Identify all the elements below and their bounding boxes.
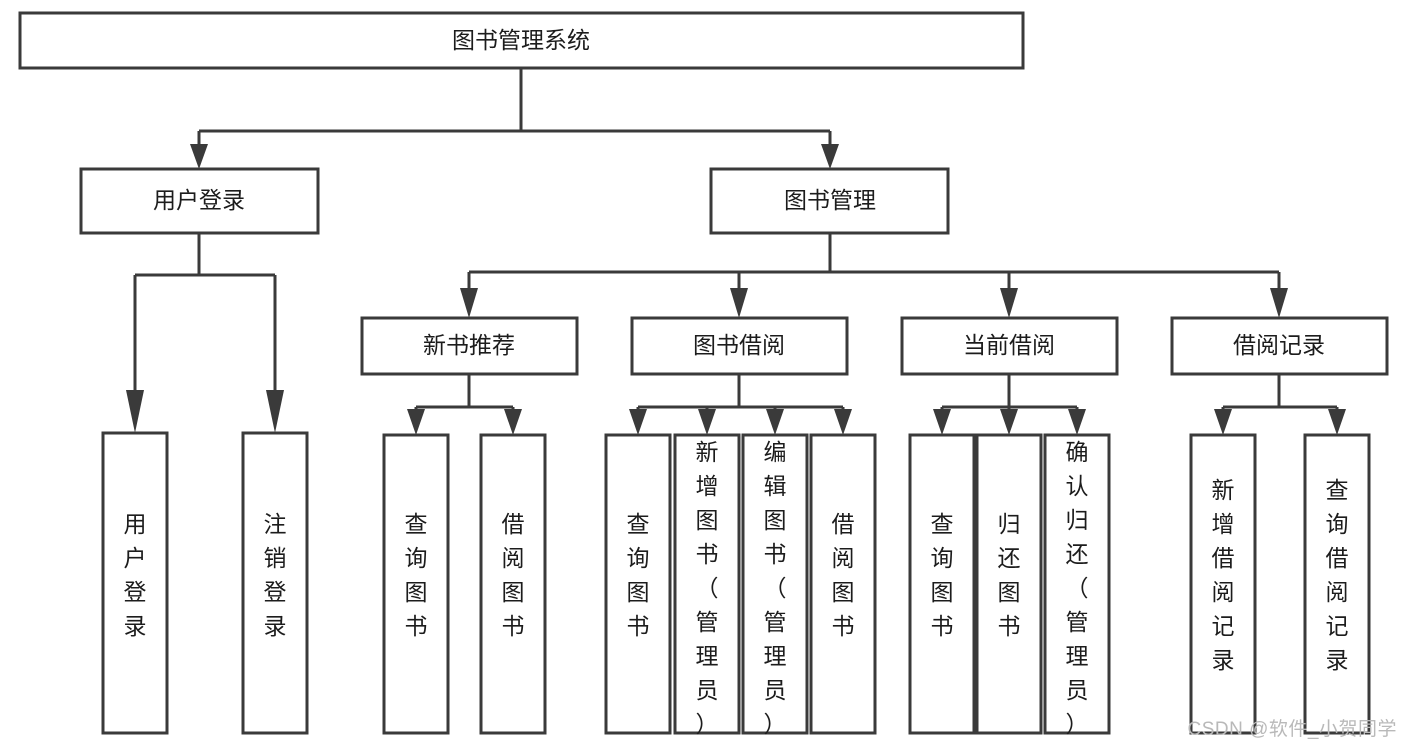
node-leaf-confirm-return[interactable]: 确认归还（管理员） — [1043, 433, 1111, 737]
node-leaf-query-book-1-label: 查询图书 — [405, 511, 428, 639]
node-new-book-rec-box[interactable] — [360, 316, 579, 376]
node-leaf-user-login-box[interactable] — [101, 431, 169, 735]
node-leaf-borrow-book-2-box[interactable] — [809, 433, 877, 735]
arrowhead-book-borrow — [730, 288, 748, 318]
node-leaf-edit-book[interactable]: 编辑图书（管理员） — [741, 433, 809, 737]
node-user-login-label: 用户登录 — [153, 187, 245, 213]
node-current-borrow-box[interactable] — [900, 316, 1119, 376]
node-leaf-add-record[interactable]: 新增借阅记录 — [1189, 433, 1257, 735]
arrowhead-leaf-edit-book — [766, 409, 784, 435]
node-leaf-query-record[interactable]: 查询借阅记录 — [1303, 433, 1371, 735]
node-leaf-add-book[interactable]: 新增图书（管理员） — [673, 433, 741, 737]
node-leaf-query-record-box[interactable] — [1303, 433, 1371, 735]
node-leaf-borrow-book-2[interactable]: 借阅图书 — [809, 433, 877, 735]
node-leaf-query-book-2-label: 查询图书 — [627, 511, 650, 639]
node-leaf-return-book-box[interactable] — [975, 433, 1043, 735]
node-new-book-rec[interactable]: 新书推荐 — [360, 316, 579, 376]
arrowhead-leaf-query-book-2 — [629, 409, 647, 435]
node-current-borrow-label: 当前借阅 — [963, 332, 1055, 358]
node-leaf-borrow-book-1-box[interactable] — [479, 433, 547, 735]
node-leaf-add-book-box[interactable] — [673, 433, 741, 735]
node-leaf-confirm-return-label: 确认归还（管理员） — [1066, 439, 1089, 737]
connector-layer — [126, 68, 1346, 435]
node-leaf-return-book-label: 归还图书 — [998, 511, 1021, 639]
node-book-borrow[interactable]: 图书借阅 — [630, 316, 849, 376]
arrowhead-leaf-add-book — [698, 409, 716, 435]
node-leaf-edit-book-label: 编辑图书（管理员） — [764, 439, 787, 737]
node-root-box[interactable] — [18, 11, 1025, 70]
arrowhead-leaf-add-record — [1214, 409, 1232, 435]
node-leaf-edit-book-box[interactable] — [741, 433, 809, 735]
node-leaf-borrow-book-2-label: 借阅图书 — [832, 511, 855, 639]
node-leaf-confirm-return-box[interactable] — [1043, 433, 1111, 735]
node-borrow-record[interactable]: 借阅记录 — [1170, 316, 1389, 376]
node-leaf-query-book-1-box[interactable] — [382, 433, 450, 735]
csdn-watermark: CSDN @软件_小贺同学 — [1187, 719, 1397, 740]
node-borrow-record-label: 借阅记录 — [1233, 332, 1325, 358]
arrowhead-leaf-logout-login — [266, 390, 284, 433]
node-leaf-borrow-book-1[interactable]: 借阅图书 — [479, 433, 547, 735]
arrowhead-new-book-rec — [460, 288, 478, 318]
arrowhead-leaf-borrow-book-2 — [834, 409, 852, 435]
node-leaf-logout-login-box[interactable] — [241, 431, 309, 735]
arrowhead-leaf-query-record — [1328, 409, 1346, 435]
node-root[interactable]: 图书管理系统 — [18, 11, 1025, 70]
arrowhead-current-borrow — [1000, 288, 1018, 318]
node-leaf-add-record-label: 新增借阅记录 — [1212, 477, 1235, 673]
node-leaf-user-login-label: 用户登录 — [124, 511, 147, 639]
node-leaf-borrow-book-1-label: 借阅图书 — [502, 511, 525, 639]
node-leaf-logout-login-label: 注销登录 — [264, 511, 287, 639]
node-book-manage-box[interactable] — [709, 167, 950, 235]
node-leaf-query-book-2[interactable]: 查询图书 — [604, 433, 672, 735]
node-user-login-box[interactable] — [79, 167, 320, 235]
node-user-login[interactable]: 用户登录 — [79, 167, 320, 235]
arrowhead-book-manage — [821, 144, 839, 169]
node-leaf-query-book-1[interactable]: 查询图书 — [382, 433, 450, 735]
node-leaf-query-book-2-box[interactable] — [604, 433, 672, 735]
arrowhead-leaf-return-book — [1000, 409, 1018, 435]
node-leaf-query-record-label: 查询借阅记录 — [1326, 477, 1349, 673]
node-new-book-rec-label: 新书推荐 — [423, 332, 515, 358]
node-book-borrow-box[interactable] — [630, 316, 849, 376]
arrowhead-leaf-confirm-return — [1068, 409, 1086, 435]
node-leaf-logout-login[interactable]: 注销登录 — [241, 431, 309, 735]
arrowhead-borrow-record — [1270, 288, 1288, 318]
node-leaf-query-book-3-label: 查询图书 — [931, 511, 954, 639]
arrowhead-leaf-query-book-3 — [933, 409, 951, 435]
node-leaf-query-book-3[interactable]: 查询图书 — [908, 433, 976, 735]
node-root-label: 图书管理系统 — [452, 27, 590, 53]
arrowhead-leaf-query-book-1 — [407, 409, 425, 435]
node-leaf-add-record-box[interactable] — [1189, 433, 1257, 735]
node-leaf-query-book-3-box[interactable] — [908, 433, 976, 735]
node-leaf-add-book-label: 新增图书（管理员） — [696, 439, 719, 737]
arrowhead-leaf-borrow-book-1 — [504, 409, 522, 435]
node-book-manage-label: 图书管理 — [784, 187, 876, 213]
arrowhead-user-login — [190, 144, 208, 169]
node-book-manage[interactable]: 图书管理 — [709, 167, 950, 235]
node-leaf-return-book[interactable]: 归还图书 — [975, 433, 1043, 735]
node-current-borrow[interactable]: 当前借阅 — [900, 316, 1119, 376]
node-borrow-record-box[interactable] — [1170, 316, 1389, 376]
arrowhead-leaf-user-login — [126, 390, 144, 433]
node-book-borrow-label: 图书借阅 — [693, 332, 785, 358]
node-leaf-user-login[interactable]: 用户登录 — [101, 431, 169, 735]
